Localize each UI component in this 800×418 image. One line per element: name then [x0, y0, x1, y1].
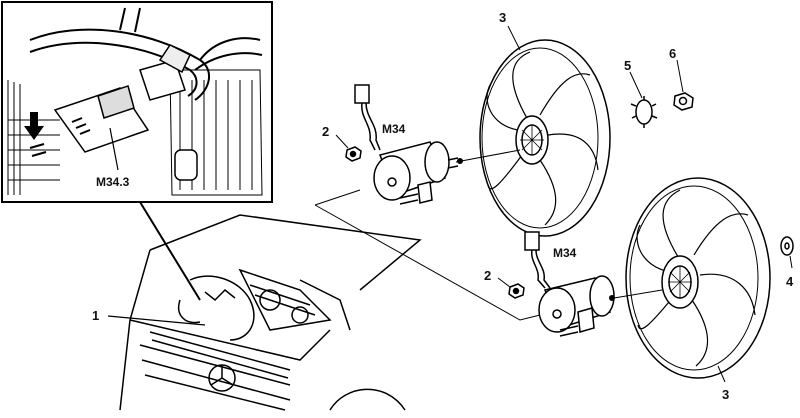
inset-detail-view: M34.3 [1, 1, 273, 203]
upper-fan-blade [479, 39, 611, 237]
lower-cable-connector [524, 231, 551, 289]
item-3-lower-label: 3 [722, 387, 729, 402]
spring-clip-icon [630, 96, 658, 128]
upper-cable-connector [354, 84, 381, 151]
inset-connector-label: M34.3 [96, 175, 130, 189]
vehicle-front [119, 214, 422, 411]
assembly-link-lines [314, 189, 541, 321]
item-1-leader [107, 315, 206, 326]
upper-fan-assembly: M34 2 3 5 6 [322, 10, 694, 237]
lower-fan-assembly: M34 2 4 3 [484, 177, 794, 402]
lower-nut-icon [508, 283, 525, 299]
item-1-label: 1 [92, 308, 99, 323]
inset-pointer-line [139, 201, 201, 301]
hex-nut-icon [673, 92, 694, 111]
upper-fan-motor [373, 141, 459, 205]
item-3-upper-label: 3 [499, 10, 506, 25]
item-2-upper-label: 2 [322, 124, 329, 139]
upper-nut-icon [345, 146, 362, 162]
item-4-label: 4 [786, 274, 794, 289]
lower-connector-label: M34 [553, 246, 577, 260]
upper-connector-label: M34 [382, 122, 406, 136]
item-2-lower-label: 2 [484, 268, 491, 283]
lower-fan-motor [538, 275, 615, 337]
down-arrow-icon [24, 112, 44, 140]
item-5-label: 5 [624, 58, 631, 73]
washer-icon [780, 236, 794, 256]
lower-fan-blade [625, 177, 771, 379]
item-6-label: 6 [669, 46, 676, 61]
